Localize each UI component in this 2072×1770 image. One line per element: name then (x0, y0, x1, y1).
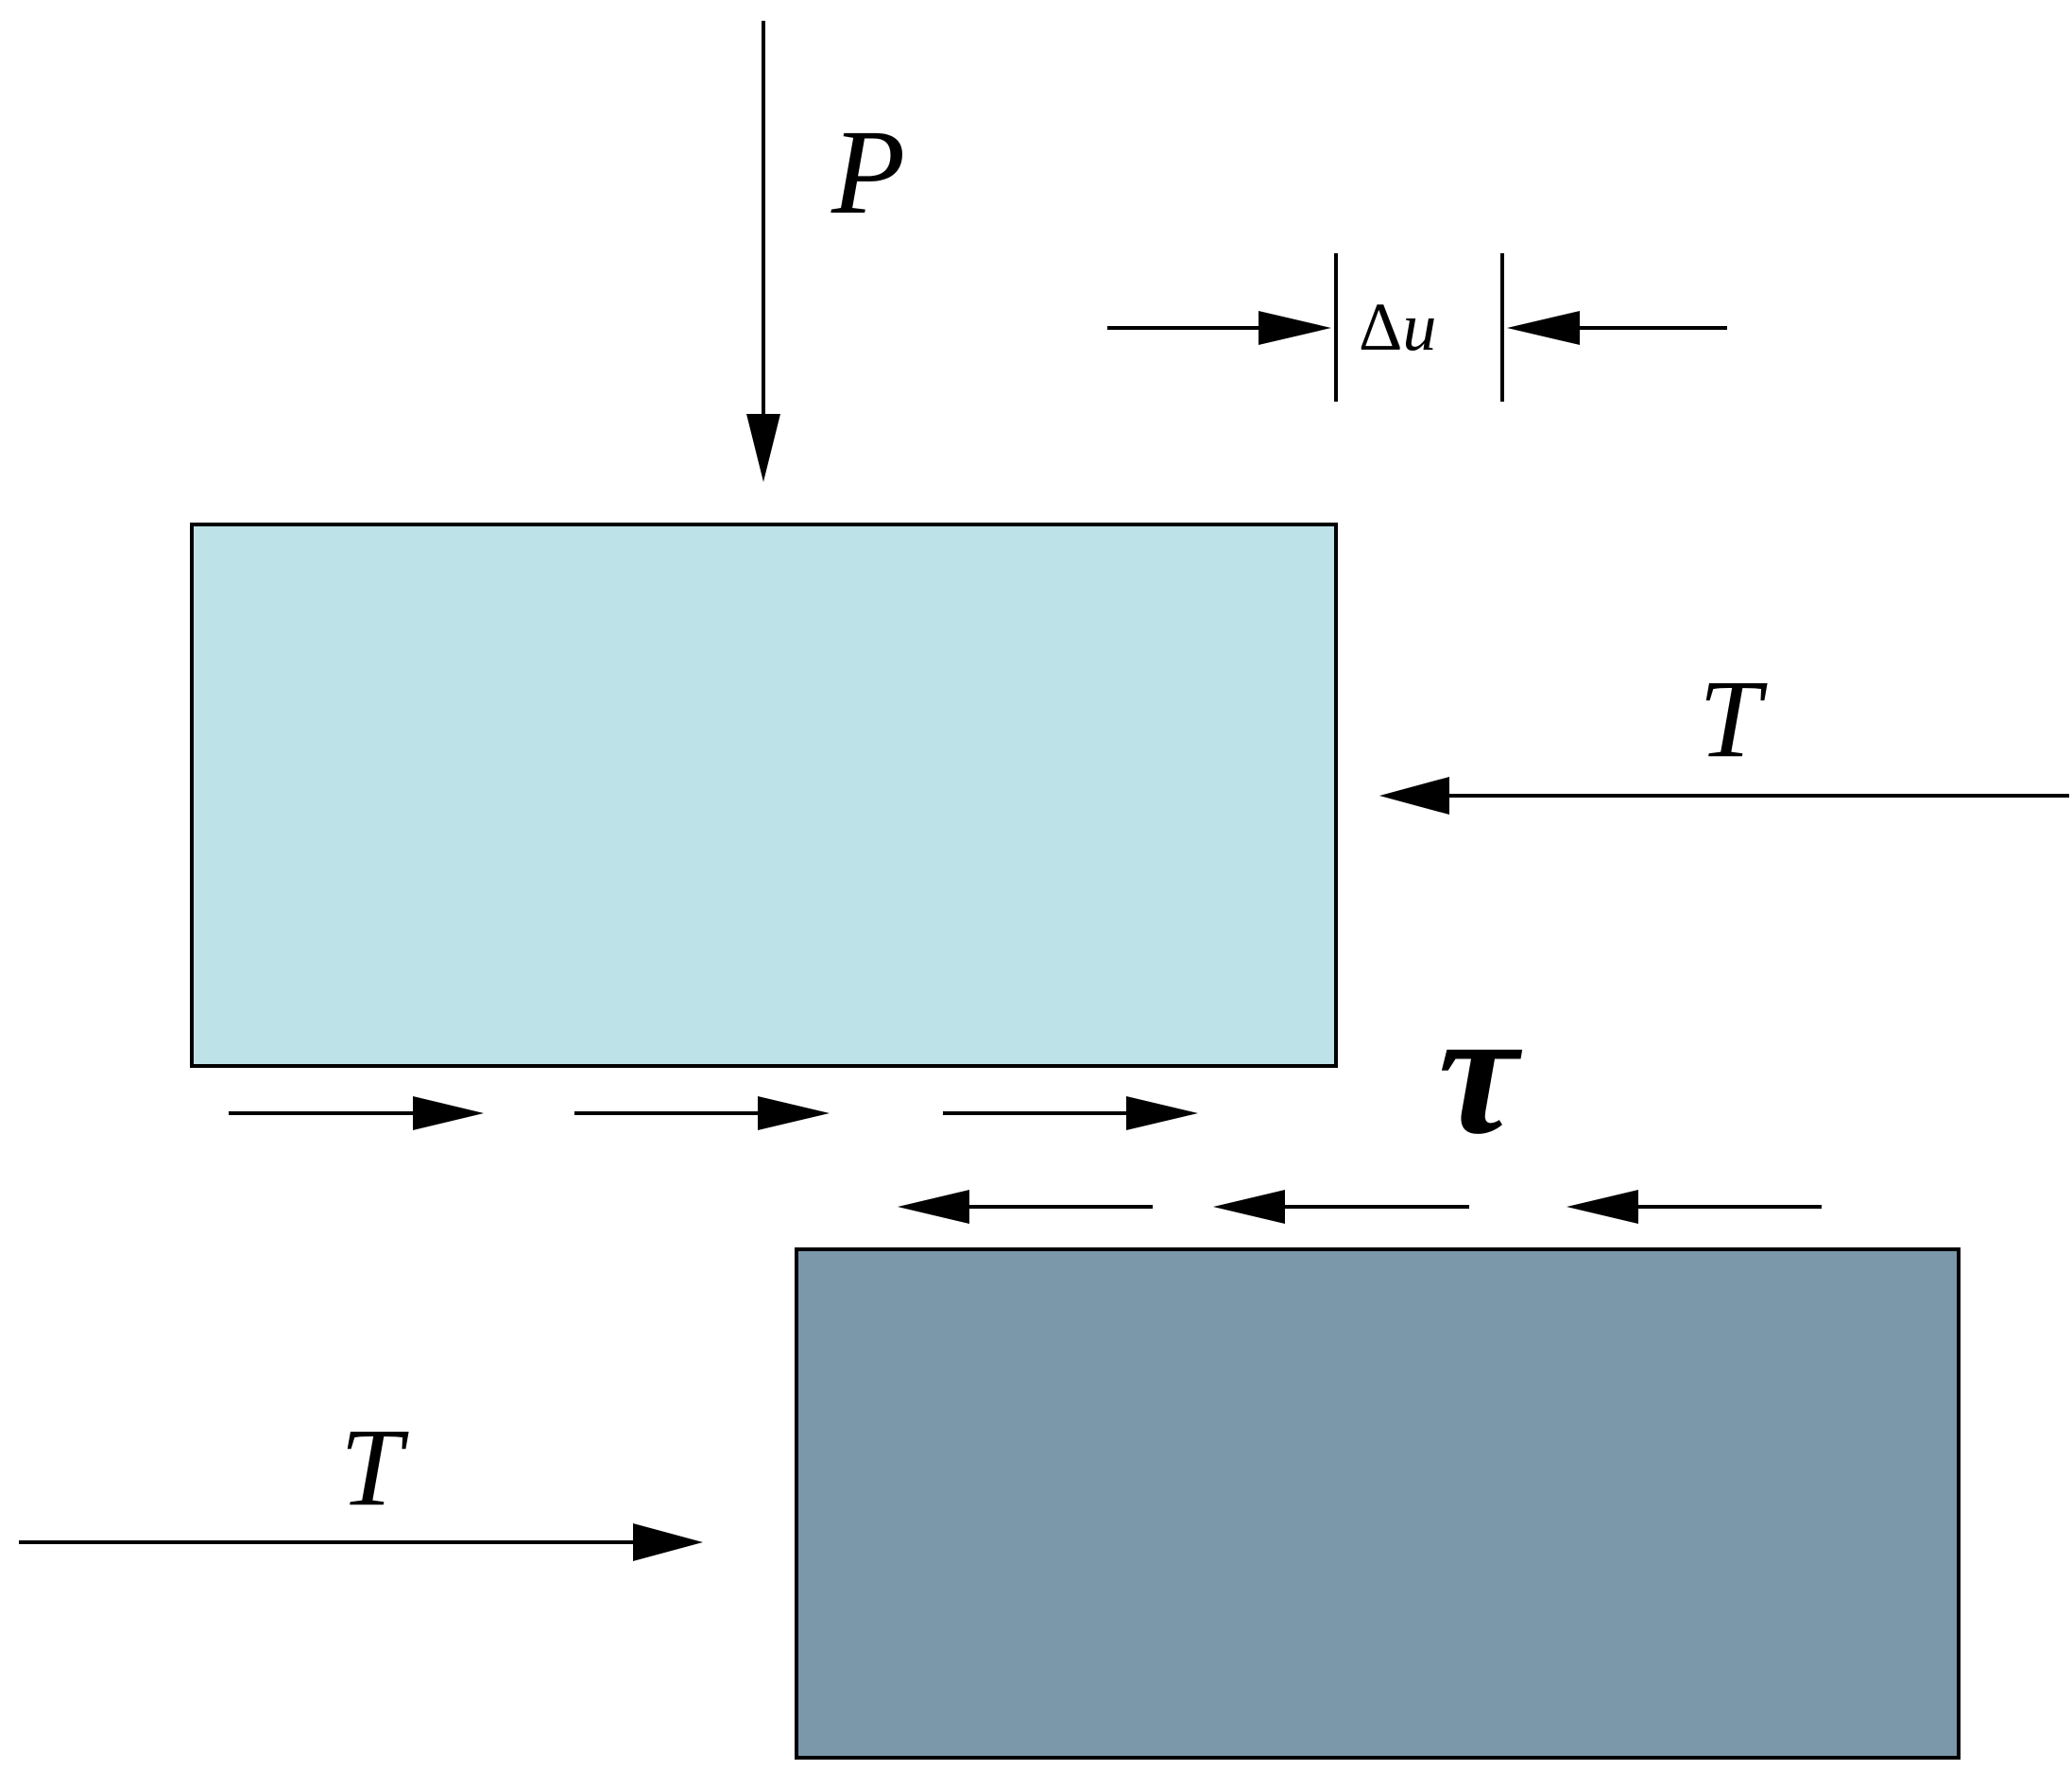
shear-arrow-lower-1 (898, 1190, 1153, 1224)
lower-block (795, 1247, 1961, 1760)
force-label-upper: T (1699, 657, 1768, 781)
shear-arrow-upper-2 (574, 1096, 830, 1130)
force-arrow-lower (19, 1523, 703, 1561)
displacement-variable: u (1402, 289, 1436, 365)
shear-arrows-upper (229, 1096, 1198, 1130)
displacement-label: Δu (1359, 289, 1436, 365)
force-arrow-upper (1379, 777, 2069, 815)
displacement-dimension (1107, 253, 1727, 402)
force-label-lower: T (340, 1405, 409, 1529)
upper-block (190, 523, 1338, 1068)
shear-arrow-upper-3 (943, 1096, 1198, 1130)
shear-arrow-lower-2 (1213, 1190, 1469, 1224)
shear-arrow-upper-1 (229, 1096, 484, 1130)
load-arrow-p (746, 21, 780, 482)
shear-arrow-lower-3 (1567, 1190, 1822, 1224)
load-label: P (831, 105, 905, 239)
shear-stress-label: τ (1438, 973, 1523, 1172)
shear-arrows-lower (898, 1190, 1822, 1224)
delta-symbol: Δ (1359, 289, 1402, 365)
